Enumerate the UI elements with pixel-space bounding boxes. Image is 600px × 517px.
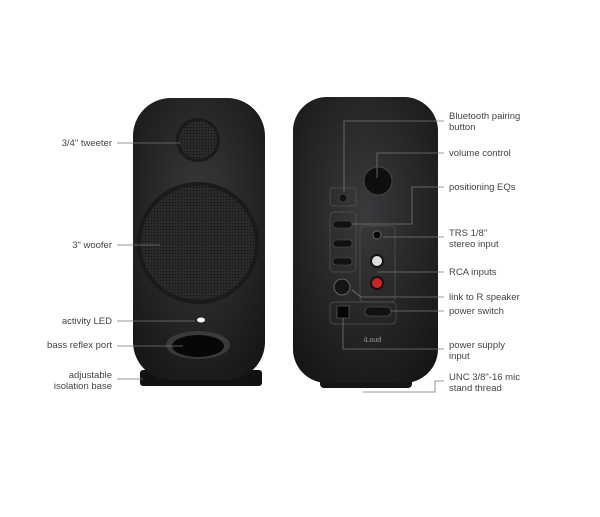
label-woofer: 3" woofer [72, 240, 112, 251]
rca-right [370, 276, 384, 290]
label-activity-led: activity LED [61, 316, 112, 327]
label-bass-port: bass reflex port [47, 340, 112, 351]
back-speaker [293, 97, 438, 388]
rca-left [370, 254, 384, 268]
bass-port [172, 335, 224, 357]
eq-switch [332, 239, 353, 248]
eq-switch [332, 220, 353, 229]
label-tweeter: 3/4" tweeter [61, 138, 112, 149]
woofer [141, 186, 255, 300]
label-isolation-base: adjustable isolation base [53, 370, 112, 392]
iloud-logo: iLoud [364, 337, 382, 344]
bluetooth-button [338, 193, 348, 203]
label-bluetooth: Bluetooth pairing button [449, 111, 521, 133]
label-trs: TRS 1/8" stereo input [449, 228, 499, 250]
volume-knob [363, 166, 393, 196]
label-rca: RCA inputs [449, 267, 497, 278]
label-eq: positioning EQs [449, 182, 516, 193]
label-mic-thread: UNC 3/8"-16 mic stand thread [449, 372, 520, 394]
trs-jack [372, 230, 382, 240]
leader-lines [117, 120, 444, 393]
front-speaker [133, 98, 265, 386]
back-body [293, 97, 438, 383]
link-connector [333, 278, 351, 296]
label-power-supply: power supply input [449, 340, 505, 362]
label-link: link to R speaker [449, 292, 520, 303]
label-power-switch: power switch [449, 306, 504, 317]
eq-switch [332, 257, 353, 266]
label-volume: volume control [449, 148, 511, 159]
activity-led [197, 317, 205, 323]
dc-jack [336, 305, 350, 319]
power-switch [364, 306, 392, 317]
tweeter [179, 121, 217, 159]
